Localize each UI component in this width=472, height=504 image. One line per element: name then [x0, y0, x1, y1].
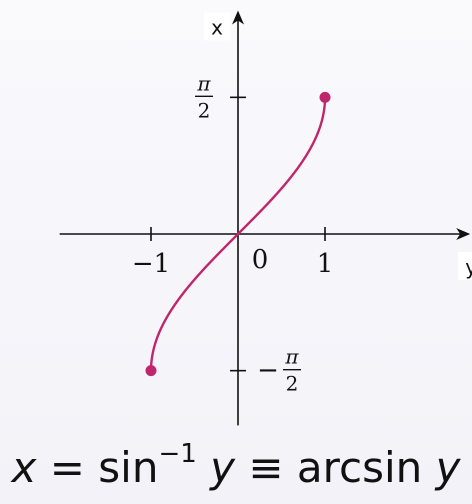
x-tick-label-1: 1	[317, 249, 334, 279]
y-tick-numerator-0: π	[196, 71, 211, 95]
y-axis-label-box	[204, 12, 230, 41]
x-axis-label-box	[458, 252, 472, 280]
x-tick-label-0: −1	[132, 249, 170, 279]
y-axis-label: x	[211, 16, 223, 40]
formula-lhs: x	[11, 443, 37, 492]
formula-exponent: −1	[158, 439, 197, 469]
formula-caption: x = sin−1 y ≡ arcsin y	[0, 432, 472, 504]
formula-arg2: y	[435, 443, 461, 492]
formula-equiv: ≡	[235, 443, 297, 492]
x-axis-label: y	[465, 255, 472, 279]
axes	[59, 10, 471, 426]
endpoint-dot-0	[145, 365, 157, 377]
y-tick-numerator-1: π	[284, 345, 299, 369]
x-axis-arrow	[456, 228, 471, 240]
y-tick-denominator-1: 2	[286, 372, 299, 396]
formula-equals: =	[36, 443, 99, 492]
curve-layer	[145, 91, 331, 377]
formula-arg1: y	[210, 443, 235, 492]
y-axis-arrow	[232, 10, 244, 25]
formula-fn: sin	[98, 443, 159, 492]
endpoint-dot-1	[319, 91, 331, 103]
series-curve-0	[149, 97, 327, 371]
y-tick-sign-1: −	[257, 356, 279, 386]
formula-fn2: arcsin	[296, 443, 436, 492]
y-tick-denominator-0: 2	[198, 98, 211, 122]
origin-label: 0	[252, 245, 269, 275]
